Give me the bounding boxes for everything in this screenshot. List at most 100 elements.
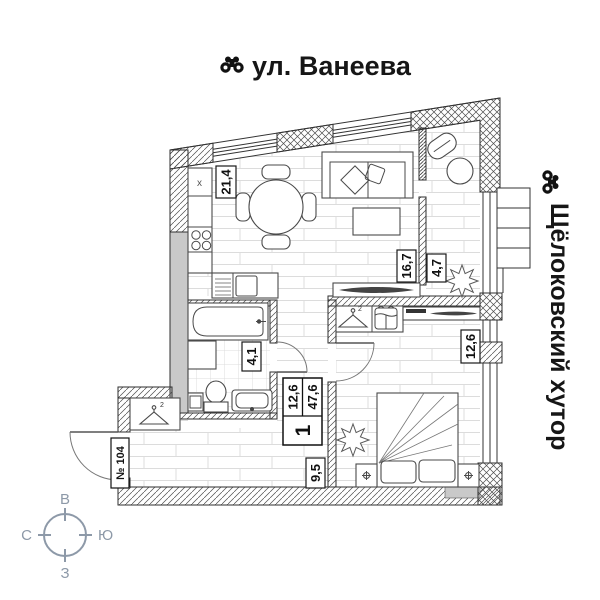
chair (235, 192, 251, 222)
kitchen-sink-cabinet (235, 275, 258, 297)
label-box (215, 165, 237, 199)
sofa (321, 151, 414, 199)
sofa-pillow (364, 163, 386, 185)
bedroom-door (335, 342, 375, 382)
bedroom-shelf (402, 306, 481, 321)
apartment-number-box (110, 437, 130, 489)
wall-bathroom-south (179, 412, 278, 420)
entrance-label: № 104 (110, 437, 130, 489)
bathroom-sink (231, 389, 273, 412)
hanger-mark: 2 (358, 306, 362, 313)
chair (261, 234, 291, 250)
dining-table-set (235, 164, 317, 250)
street-header: ул. Ванеева (220, 51, 412, 81)
chair (301, 192, 317, 222)
washing-machine (187, 340, 217, 370)
area-loggia: 4,7 (429, 259, 444, 277)
binoculars-icon (220, 56, 244, 73)
kitchen: x (187, 164, 317, 299)
wall-step (117, 386, 173, 399)
wall-left-upper (169, 149, 189, 233)
entrance-door (69, 431, 119, 481)
area-bathroom: 4,1 (244, 347, 259, 365)
hallway: 2 (129, 397, 181, 431)
compass-top: В (60, 491, 70, 508)
nightstand-left (355, 463, 378, 488)
plant-icon (336, 423, 370, 457)
stamp-total-area: 47,6 (305, 384, 320, 409)
wall-bedroom-west-lower (327, 381, 337, 488)
bathtub (187, 302, 269, 341)
wall-inner-face (169, 119, 481, 170)
landmark-label: Щёлоковский хутор (545, 203, 573, 450)
corner-cabinet (187, 392, 204, 412)
hall-wardrobe (129, 397, 181, 431)
wall-entry-upper (117, 397, 131, 433)
area-kitchen-living: 21,4 (219, 169, 234, 195)
wall-bedroom-west-upper (327, 299, 337, 344)
room-area-labels: 21,4 16,7 4,7 4,1 12,6 9,5 (215, 165, 481, 489)
nightstand-right (457, 463, 480, 488)
compass: В Ю З С (21, 491, 113, 582)
plant-icon (445, 264, 479, 298)
bathroom-door (276, 341, 308, 373)
stamp-rooms-count: 1 (292, 424, 315, 436)
wall-right-pier (479, 341, 503, 364)
kitchen-counter (187, 167, 213, 274)
area-bedroom: 12,6 (463, 334, 478, 359)
pouf (427, 132, 457, 160)
wall-loggia-partition-top (418, 127, 427, 181)
coffee-table (352, 207, 401, 236)
living-zone (321, 151, 421, 298)
stove (191, 230, 212, 251)
apartment-stamp: 12,6 47,6 1 (282, 377, 323, 446)
sink-faucet (250, 407, 254, 411)
bed-blanket-folds (378, 392, 459, 464)
wall-bottom-gray (444, 486, 481, 499)
wall-right-block-mid (479, 292, 503, 321)
label-box (396, 249, 417, 283)
external-stair (496, 187, 531, 293)
toilet (203, 380, 229, 413)
dishwasher-vents (215, 278, 231, 296)
wall-bottom (117, 486, 501, 506)
label-box (305, 457, 326, 489)
doors (69, 341, 375, 481)
sink-mark: x (197, 178, 202, 189)
apartment-number: № 104 (115, 445, 127, 480)
label-box (460, 329, 481, 364)
compass-left: С (21, 527, 32, 544)
chair (261, 164, 291, 180)
loggia (427, 132, 479, 298)
bathroom (187, 302, 273, 413)
tv-icon (430, 311, 477, 316)
sofa-blanket (340, 165, 370, 195)
pillow (418, 459, 456, 483)
bedroom-wardrobe: 2 (335, 305, 404, 333)
pillow (380, 460, 417, 484)
window-loggia (482, 192, 498, 293)
area-living: 16,7 (399, 253, 414, 278)
label-box (426, 253, 447, 283)
wall-right-corner-bottom (477, 462, 503, 506)
binoculars-icon (542, 170, 559, 194)
compass-bottom: З (60, 565, 69, 582)
wall-outer-face (169, 97, 501, 151)
folded-clothes-icon (374, 306, 398, 330)
tv-console (332, 282, 421, 298)
wall-loggia-partition (418, 196, 427, 286)
wall-left-gray (169, 231, 189, 414)
bed (376, 392, 459, 488)
compass-right: Ю (98, 527, 113, 544)
stamp-living-area: 12,6 (286, 384, 301, 409)
stool (446, 157, 474, 185)
window-kitchen (212, 138, 278, 157)
window-bedroom (482, 320, 498, 463)
dining-table (248, 179, 304, 235)
landmark-side: Щёлоковский хутор (542, 170, 573, 450)
hanger-mark: 2 (160, 402, 164, 409)
area-hallway: 9,5 (308, 464, 323, 482)
bedroom: 2 (335, 305, 481, 488)
wall-bathroom-east-upper (269, 299, 278, 344)
